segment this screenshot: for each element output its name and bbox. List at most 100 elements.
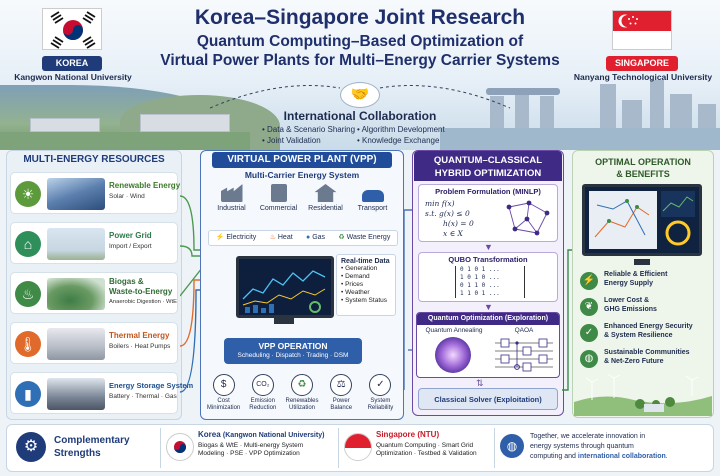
classical-solver-box: Classical Solver (Exploitation) xyxy=(418,388,558,410)
resource-card-storage: ▮ Energy Storage System Battery · Therma… xyxy=(10,372,193,414)
objective-label: Balance xyxy=(330,405,353,411)
resource-title: Thermal Energy xyxy=(109,331,170,340)
sector-label: Commercial xyxy=(259,205,298,212)
realtime-title: Real-time Data xyxy=(341,258,390,265)
taegeuk-icon xyxy=(174,441,186,453)
singapore-university: Nanyang Technological University xyxy=(573,72,713,82)
classical-solver-label: Classical Solver (Exploitation) xyxy=(434,395,542,404)
carrier-gas: ● Gas xyxy=(306,231,325,245)
carrier-electricity: ⚡ Electricity xyxy=(216,231,257,245)
recycle-icon: ♻ xyxy=(338,234,345,241)
formula-block: min f(x) s.t. g(x) ≤ 0 h(x) = 0 x ∈ X xyxy=(425,199,474,239)
power-lines-image xyxy=(47,228,105,260)
collaboration-arcs xyxy=(209,85,511,109)
collab-item: • Knowledge Exchange xyxy=(357,136,440,145)
skyline-tower xyxy=(515,92,529,136)
carrier-waste: ♻ Waste Energy xyxy=(338,231,390,245)
resource-subtitle: Solar · Wind xyxy=(109,193,145,200)
sector-label: Transport xyxy=(357,205,388,212)
quantum-title: QUANTUM–CLASSICAL HYBRID OPTIMIZATION xyxy=(414,151,562,181)
objective-label: Cost xyxy=(217,398,230,404)
korea-strengths-title: Korea xyxy=(198,430,221,439)
footer-divider xyxy=(338,428,339,468)
resource-subtitle: Import / Export xyxy=(109,243,152,250)
objective-label: Renewables xyxy=(285,398,319,404)
problem-formulation-box: Problem Formulation (MINLP) min f(x) s.t… xyxy=(418,184,558,242)
qopt-title: Quantum Optimization (Exploration) xyxy=(417,313,559,325)
carrier-row: ⚡ Electricity ♨ Heat ● Gas ♻ Waste Energ… xyxy=(208,230,398,246)
singapore-emblem xyxy=(344,433,372,461)
battery-icon: ▮ xyxy=(15,381,41,407)
singapore-strengths: Singapore (NTU) Quantum Computing · Smar… xyxy=(376,430,496,458)
carrier-label: Waste Energy xyxy=(346,234,391,241)
benefit-label: Reliable & Efficient xyxy=(604,271,668,278)
carrier-heat: ♨ Heat xyxy=(270,231,293,245)
korea-strengths-line: Modeling · PSE · VPP Optimization xyxy=(198,450,300,457)
resource-title: Biogas & xyxy=(109,277,144,286)
korea-lawn xyxy=(0,132,250,150)
collaboration-list: • Data & Scenario Sharing• Algorithm Dev… xyxy=(262,124,458,146)
korea-label: KOREA xyxy=(42,56,102,71)
subtitle-line-1: Quantum Computing–Based Optimization of xyxy=(196,33,524,50)
qubo-title: QUBO Transformation xyxy=(448,255,528,264)
resource-title: Power Grid xyxy=(109,231,152,240)
sector-transport: Transport xyxy=(351,184,395,212)
biogas-plant-image xyxy=(47,278,105,310)
quantum-title-line-1: QUANTUM–CLASSICAL xyxy=(433,155,543,166)
qubo-matrix: 0 1 0 1 ... 1 0 1 0 ... 0 1 1 0 ... 1 1 … xyxy=(455,266,525,298)
skyline-tower xyxy=(600,84,616,136)
globe-icon: ◍ xyxy=(580,350,598,368)
loop-arrows-icon: ⇅ xyxy=(476,378,484,388)
benefit-label: & System Resilience xyxy=(604,332,673,339)
results-map-chart xyxy=(589,191,695,249)
sun-icon: ☀ xyxy=(15,181,41,207)
skyline-tower xyxy=(490,96,504,136)
sector-industrial: Industrial xyxy=(210,184,254,212)
results-title-line-1: OPTIMAL OPERATION xyxy=(595,157,691,167)
benefit-label: & Net-Zero Future xyxy=(604,358,664,365)
together-statement: Together, we accelerate innovation in en… xyxy=(530,432,710,462)
qubo-row: 1 0 1 0 ... xyxy=(460,274,500,281)
sector-label: Residential xyxy=(308,205,343,212)
benefit-item: ◍Sustainable Communities& Net-Zero Futur… xyxy=(580,348,710,372)
factory-icon xyxy=(220,184,243,202)
resource-card-thermal: 🌡 Thermal Energy Boilers · Heat Pumps xyxy=(10,322,178,364)
results-monitor xyxy=(582,184,702,256)
benefit-label: GHG Emissions xyxy=(604,306,657,313)
vpp-dashboard-monitor xyxy=(236,256,334,318)
qubo-row: 1 1 0 1 ... xyxy=(460,290,500,297)
singapore-label: SINGAPORE xyxy=(606,56,678,71)
resource-subtitle: Boilers · Heat Pumps xyxy=(109,343,171,350)
collab-item: • Data & Scenario Sharing xyxy=(262,125,356,134)
green-landscape xyxy=(574,374,712,416)
qaoa-label: QAOA xyxy=(514,327,534,334)
handshake-icon: 🤝 xyxy=(340,82,380,108)
dashboard-chart xyxy=(242,270,326,313)
results-title-line-2: & BENEFITS xyxy=(616,169,670,179)
house-icon xyxy=(314,184,337,202)
korea-strengths-line: Biogas & WtE · Multi-energy System xyxy=(198,442,304,449)
dollar-icon: $ xyxy=(212,374,235,396)
resource-title: Energy Storage System xyxy=(109,381,194,390)
boiler-image xyxy=(47,328,105,360)
benefit-item: ❦Lower Cost &GHG Emissions xyxy=(580,296,710,320)
car-icon xyxy=(361,190,384,202)
footer-title-line-2: Strengths xyxy=(54,448,101,459)
carrier-label: Heat xyxy=(277,234,293,241)
solar-panels-image xyxy=(47,178,105,210)
shield-check-icon: ✓ xyxy=(369,374,392,396)
taegeuk-icon xyxy=(50,11,96,49)
resource-card-biogas: ♨ Biogas & Waste-to-Energy Anaerobic Dig… xyxy=(10,272,178,314)
down-arrow-icon: ▼ xyxy=(484,302,493,312)
qubo-box: QUBO Transformation 0 1 0 1 ... 1 0 1 0 … xyxy=(418,252,558,302)
together-highlight: international collaboration xyxy=(577,453,666,460)
objective-label: Power xyxy=(332,398,350,404)
singapore-strengths-line: Quantum Computing · Smart Grid xyxy=(376,442,474,449)
sector-commercial: Commercial xyxy=(257,184,301,212)
objective-label: Minimization xyxy=(206,405,241,411)
resource-card-renewable: ☀ Renewable Energy Solar · Wind xyxy=(10,172,180,214)
korea-strengths-org: (Kangwon National University) xyxy=(222,432,325,439)
